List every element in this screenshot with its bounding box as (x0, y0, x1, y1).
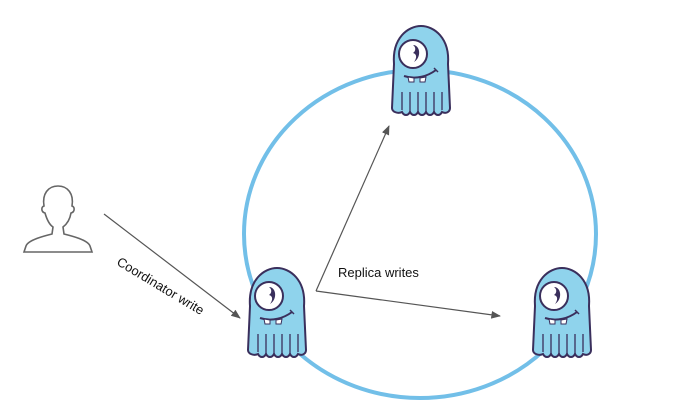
scylla-octopus-icon (247, 267, 307, 358)
scylla-node-coordinator (247, 267, 307, 358)
coordinator-write-arrow (103, 213, 241, 319)
user-silhouette-icon (22, 185, 94, 253)
replica-write-arrow-top (315, 125, 390, 292)
replica-writes-label: Replica writes (338, 265, 419, 280)
scylla-node-right (532, 267, 592, 358)
scylla-octopus-icon (532, 267, 592, 358)
scylla-octopus-icon (391, 25, 451, 116)
replica-write-arrow-right (315, 290, 501, 319)
scylla-node-top (391, 25, 451, 116)
